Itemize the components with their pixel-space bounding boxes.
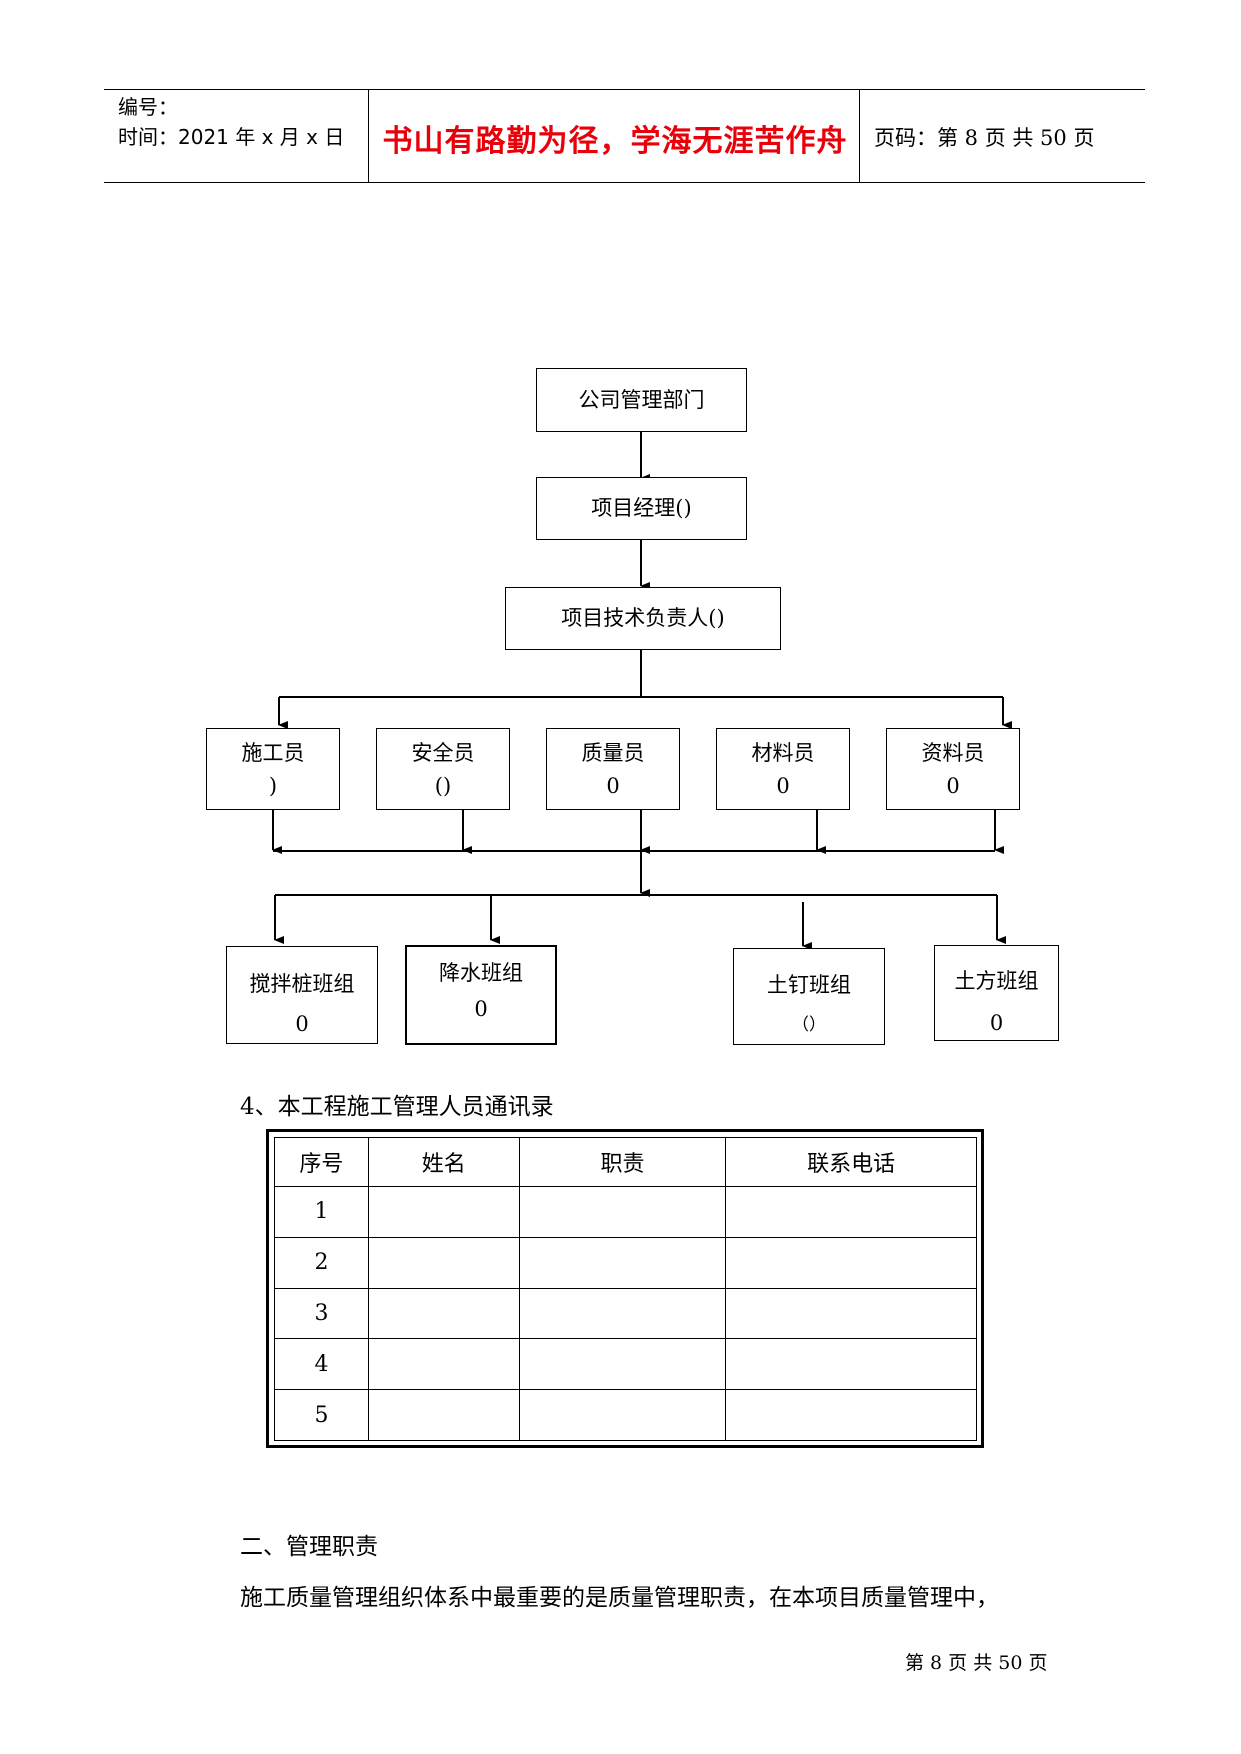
header-motto: 书山有路勤为径，学海无涯苦作舟: [382, 124, 848, 159]
table-row: 3: [274, 1287, 977, 1340]
cell-duty: [518, 1338, 727, 1391]
org-box-staff-construction: 施工员 ): [206, 728, 340, 810]
section4-title: 4、本工程施工管理人员通讯录: [240, 1094, 554, 1120]
org-box-tech-lead: 项目技术负责人(): [505, 587, 781, 650]
team-value: 0: [989, 1011, 1004, 1035]
cell-phone: [725, 1389, 977, 1441]
team-value: 0: [474, 997, 488, 1021]
contacts-table: 序号 姓名 职责 联系电话 1 2 3 4 5: [274, 1137, 977, 1441]
header-divider-right: [859, 90, 860, 183]
org-box-staff-documents: 资料员 0: [886, 728, 1020, 810]
cell-index: 1: [274, 1186, 369, 1238]
header-meta: 编号： 时间：2021 年 x 月 x 日: [118, 92, 344, 152]
cell-phone: [725, 1287, 977, 1340]
cell-duty: [518, 1287, 727, 1340]
org-box-team-mixing-pile: 搅拌桩班组 0: [226, 946, 378, 1044]
team-value: （）: [792, 1015, 826, 1035]
staff-title: 材料员: [751, 741, 815, 765]
org-box-team-soil-nail: 土钉班组 （）: [733, 948, 885, 1045]
table-row: 1: [274, 1186, 977, 1238]
cell-name: [367, 1338, 520, 1391]
col-header-phone: 联系电话: [725, 1137, 977, 1187]
header-divider-left: [368, 90, 369, 183]
cell-phone: [725, 1236, 977, 1289]
table-row: 4: [274, 1338, 977, 1391]
staff-value: ): [268, 774, 278, 798]
cell-index: 4: [274, 1338, 369, 1391]
staff-title: 施工员: [241, 741, 305, 765]
team-title: 土方班组: [954, 969, 1039, 993]
staff-value: 0: [946, 774, 960, 798]
header-page-number: 页码：第 8 页 共 50 页: [874, 126, 1095, 150]
cell-name: [367, 1186, 520, 1238]
staff-title: 安全员: [411, 741, 475, 765]
doc-number-label: 编号：: [118, 95, 178, 119]
org-box-staff-quality: 质量员 0: [546, 728, 680, 810]
header-top-rule: [104, 89, 1145, 90]
staff-title: 质量员: [581, 741, 645, 765]
section2-body: 施工质量管理组织体系中最重要的是质量管理职责，在本项目质量管理中，: [240, 1585, 999, 1611]
page-footer: 第 8 页 共 50 页: [905, 1652, 1048, 1674]
staff-value: 0: [606, 774, 620, 798]
team-title: 搅拌桩班组: [249, 972, 355, 996]
cell-duty: [518, 1236, 727, 1289]
col-header-index: 序号: [274, 1137, 369, 1187]
cell-duty: [518, 1186, 727, 1238]
contacts-table-frame: [266, 1129, 984, 1448]
cell-index: 3: [274, 1287, 369, 1340]
org-box-staff-safety: 安全员 (): [376, 728, 510, 810]
staff-value: 0: [776, 774, 790, 798]
team-title: 降水班组: [439, 961, 523, 985]
org-box-team-dewatering: 降水班组 0: [405, 945, 557, 1045]
header-bottom-rule: [104, 182, 1145, 183]
col-header-duty: 职责: [518, 1137, 727, 1187]
org-box-team-earthwork: 土方班组 0: [934, 945, 1059, 1041]
org-box-project-manager: 项目经理(): [536, 477, 747, 540]
staff-value: (): [434, 774, 452, 798]
org-box-staff-materials: 材料员 0: [716, 728, 850, 810]
org-box-company: 公司管理部门: [536, 368, 747, 432]
team-title: 土钉班组: [767, 973, 851, 997]
staff-title: 资料员: [921, 741, 985, 765]
cell-duty: [518, 1389, 727, 1441]
org-box-company-label: 公司管理部门: [578, 388, 705, 412]
org-chart-connectors: [272, 432, 1012, 950]
section2-title: 二、管理职责: [240, 1534, 378, 1560]
table-header-row: 序号 姓名 职责 联系电话: [274, 1137, 977, 1187]
cell-index: 5: [274, 1389, 369, 1441]
cell-name: [367, 1236, 520, 1289]
doc-time-label: 时间：2021 年 x 月 x 日: [118, 125, 345, 149]
table-row: 5: [274, 1389, 977, 1441]
cell-name: [367, 1287, 520, 1340]
table-row: 2: [274, 1236, 977, 1289]
team-value: 0: [295, 1012, 309, 1036]
col-header-name: 姓名: [367, 1137, 520, 1187]
cell-index: 2: [274, 1236, 369, 1289]
org-box-tech-lead-label: 项目技术负责人(): [561, 606, 725, 630]
cell-phone: [725, 1186, 977, 1238]
org-box-project-manager-label: 项目经理(): [591, 496, 692, 520]
cell-name: [367, 1389, 520, 1441]
cell-phone: [725, 1338, 977, 1391]
